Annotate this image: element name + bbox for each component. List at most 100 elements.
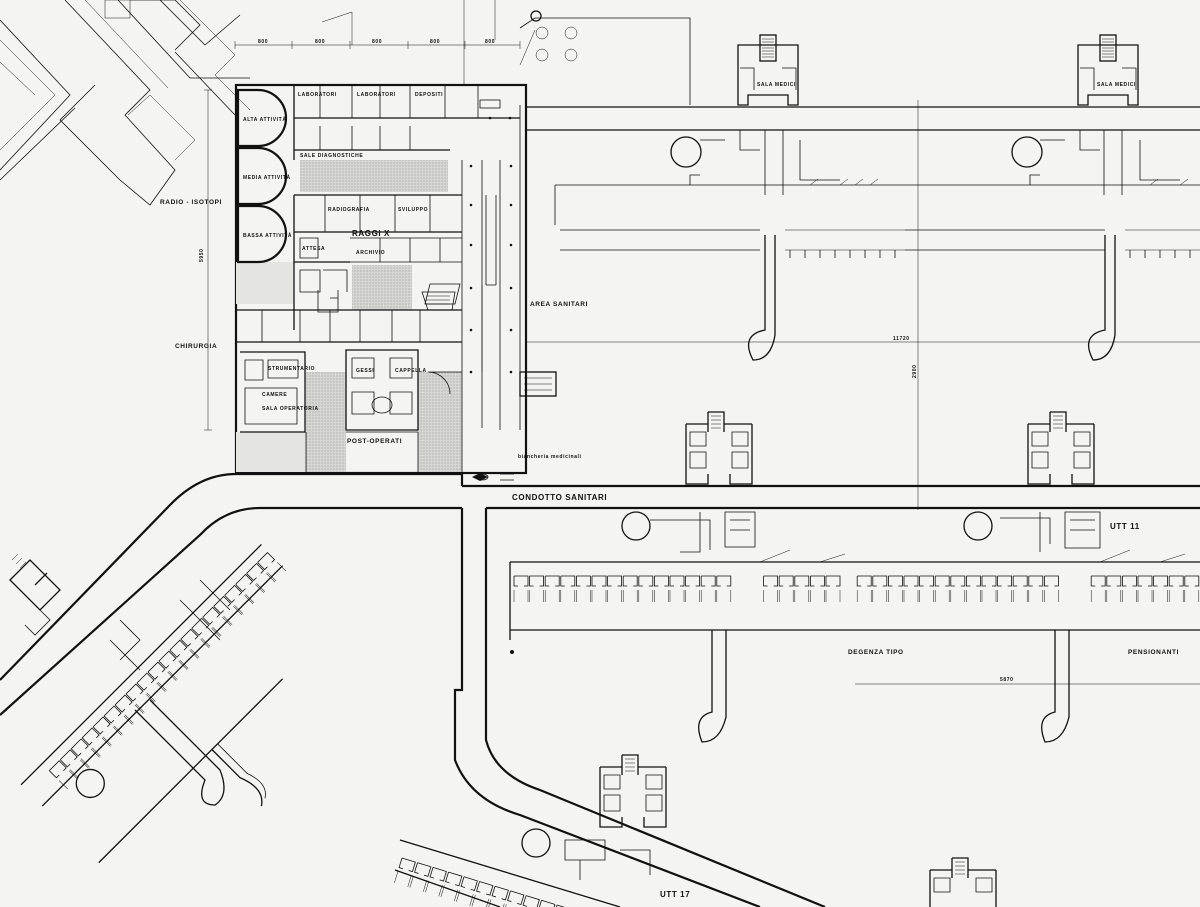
label-media-attivita: MEDIA ATTIVITÀ	[243, 174, 291, 181]
ward-room	[48, 760, 78, 790]
ward-room	[997, 575, 1012, 603]
ward-room	[114, 694, 144, 724]
label-radiografia: RADIOGRAFIA	[328, 207, 370, 213]
label-area-sanitari: AREA SANITARI	[530, 301, 588, 308]
courtyard-raggi	[352, 265, 412, 310]
label-depositi: DEPOSITI	[415, 92, 443, 98]
label-sale-diagnostiche: SALE DIAGNOSTICHE	[300, 153, 363, 159]
upper-east-wing: SALA MEDICI SALA MEDICI 11720 2900	[526, 34, 1200, 510]
label-radio-isotopi: RADIO - ISOTOPI	[160, 199, 222, 206]
ward-room	[560, 575, 576, 603]
ward-room	[158, 650, 188, 680]
ward-room	[1106, 575, 1122, 603]
southwest-diagonal-wing	[20, 543, 287, 864]
courtyard-southwest	[306, 372, 346, 472]
ward-room	[257, 552, 287, 582]
dim-lower-horizontal: 5870	[1000, 677, 1014, 683]
ward-room	[856, 575, 872, 603]
label-cappella: CAPPELLA	[395, 368, 427, 374]
services-block-north	[519, 10, 691, 105]
central-diagnostic-block: ALTA ATTIVITÀ MEDIA ATTIVITÀ BASSA ATTIV…	[160, 83, 588, 481]
utt-17-ward: UTT 17	[393, 754, 997, 907]
ward-room	[92, 716, 122, 746]
ward-room	[136, 672, 166, 702]
ward-room	[638, 575, 654, 603]
label-camere: CAMERE	[262, 392, 287, 398]
courtyard-southeast	[418, 372, 462, 472]
ward-room	[103, 705, 133, 735]
ward-room	[872, 575, 888, 603]
southwest-stair-head	[9, 553, 231, 806]
ward-room	[1044, 575, 1059, 603]
ward-room	[1090, 575, 1106, 603]
ward-room	[981, 575, 997, 603]
label-condotto-sanitari: CONDOTTO SANITARI	[512, 493, 607, 502]
dim-top-4: 800	[430, 39, 440, 45]
label-gessi: GESSI	[356, 368, 374, 374]
ward-room	[70, 738, 100, 768]
ward-room	[1012, 575, 1028, 603]
ward-room	[607, 575, 622, 603]
ward-room	[147, 661, 177, 691]
label-laboratori-1: LABORATORI	[298, 92, 337, 98]
ward-room	[778, 575, 794, 603]
vault-alta-attivita	[236, 88, 288, 148]
ward-room	[810, 575, 825, 603]
stair-towers-corridor	[685, 411, 1095, 485]
label-sala-medici-2: SALA MEDICI	[1097, 82, 1136, 88]
label-alta-attivita: ALTA ATTIVITÀ	[243, 116, 287, 123]
ward-room	[622, 575, 638, 603]
vault-bassa-attivita	[236, 204, 288, 264]
label-sala-medici-1: SALA MEDICI	[757, 82, 796, 88]
ward-room	[825, 575, 841, 603]
label-bassa-attivita: BASSA ATTIVITÀ	[243, 232, 292, 239]
label-attesa: ATTESA	[302, 246, 325, 252]
dim-center-vertical: 2900	[912, 364, 918, 378]
label-degenza-tipo: DEGENZA TIPO	[848, 649, 904, 656]
ward-room	[950, 575, 966, 603]
condotto-sanitari-corridor: CONDOTTO SANITARI	[0, 472, 1200, 907]
ward-room	[224, 585, 254, 615]
ward-room	[1184, 575, 1200, 603]
ward-room	[685, 575, 700, 603]
ward-room	[654, 575, 669, 603]
ward-room	[1168, 575, 1184, 603]
ward-room	[424, 867, 447, 897]
ward-room	[393, 857, 416, 888]
ward-room	[763, 575, 778, 603]
label-sala-operatoria: SALA OPERATORIA	[262, 406, 319, 412]
ward-room	[169, 639, 199, 669]
diagonal-wing-northwest	[0, 0, 251, 206]
label-pensionanti: PENSIONANTI	[1128, 649, 1179, 656]
label-biancheria-medicinali: biancheria medicinali	[518, 454, 581, 460]
label-chirurgia: CHIRURGIA	[175, 343, 217, 350]
ward-room	[59, 749, 89, 779]
ward-room	[794, 575, 810, 603]
dim-top-1: 800	[258, 39, 268, 45]
ward-room	[934, 575, 950, 603]
ward-room	[544, 575, 560, 603]
ward-room	[576, 575, 591, 603]
ward-room	[246, 563, 276, 593]
ward-room	[409, 862, 432, 893]
dim-top-2: 800	[315, 39, 325, 45]
ward-room	[591, 575, 607, 603]
label-utt-17: UTT 17	[660, 890, 690, 899]
ward-room	[125, 683, 155, 713]
dim-center-horizontal: 11720	[893, 336, 910, 342]
ward-room	[669, 575, 685, 603]
ward-room	[213, 596, 243, 626]
ward-room	[903, 575, 919, 603]
ward-room	[235, 574, 265, 604]
ward-room	[716, 575, 732, 603]
ward-room	[919, 575, 934, 603]
degenza-tipo-ward: UTT 11 DEGENZA TIPO PENSIONANTI 5870	[509, 511, 1200, 743]
top-dimension-line: 800 800 800 800 800 5950	[199, 0, 521, 431]
label-sviluppo: SVILUPPO	[398, 207, 428, 213]
ward-room	[529, 575, 544, 603]
ward-room	[81, 727, 111, 757]
dim-top-3: 800	[372, 39, 382, 45]
label-strumentario: STRUMENTARIO	[268, 366, 315, 372]
label-archivio: ARCHIVIO	[356, 250, 385, 256]
